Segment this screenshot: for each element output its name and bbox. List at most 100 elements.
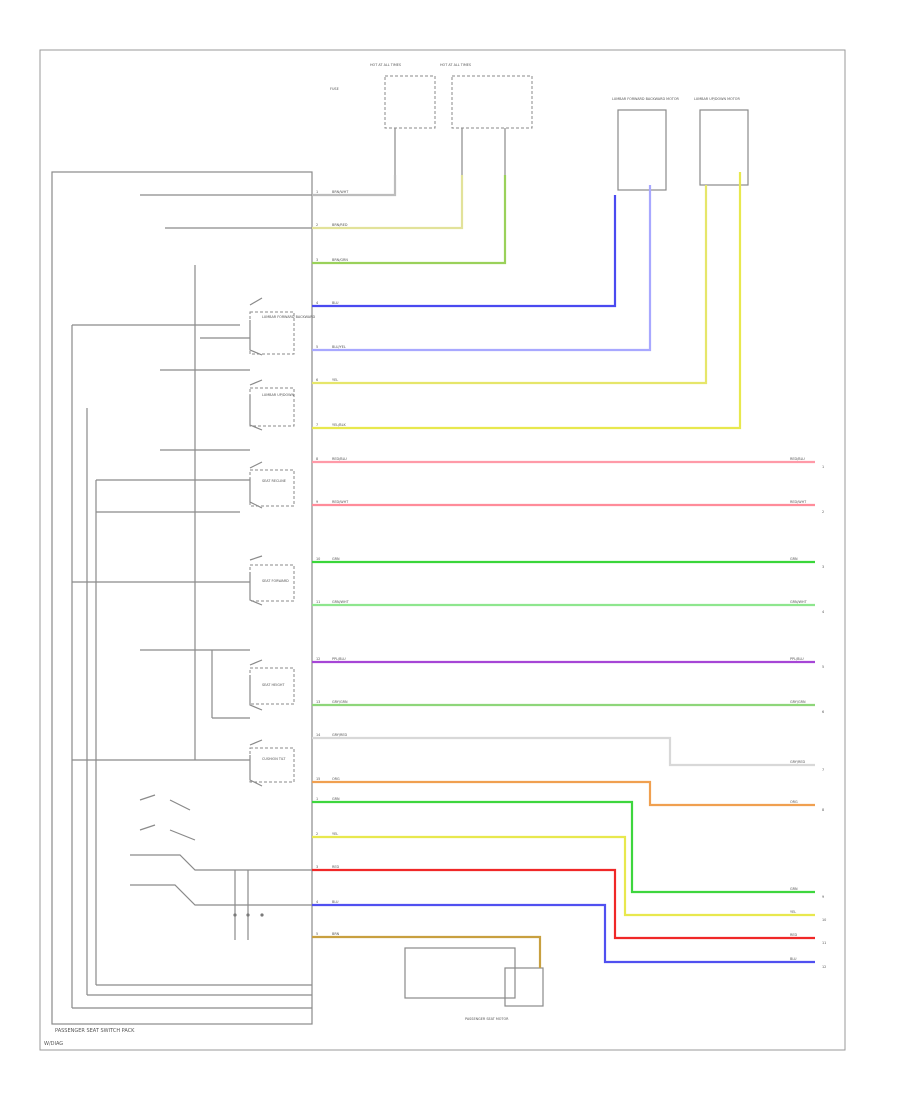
wire-label: GRN xyxy=(332,797,340,801)
pin-number: 8 xyxy=(822,808,824,812)
motor-label: LUMBAR FORWARD BACKWARD MOTOR xyxy=(612,97,679,101)
wire-label-right: BLU xyxy=(790,957,797,961)
pin-number: 1 xyxy=(316,190,318,194)
pin-number: 13 xyxy=(316,700,320,704)
switch-label: SEAT HEIGHT xyxy=(262,683,285,687)
wire-label-right: GRY/RED xyxy=(790,760,805,764)
wire-w7 xyxy=(312,172,742,430)
pin-number: 15 xyxy=(316,777,320,781)
motor-label: LUMBAR UP/DOWN MOTOR xyxy=(694,97,740,101)
pin-number: 5 xyxy=(316,932,318,936)
wire-label-right: RED/WHT xyxy=(790,500,807,504)
wire-w2 xyxy=(312,175,464,230)
wire-label-right: GRN/WHT xyxy=(790,600,808,604)
fuse-label: HOT AT ALL TIMES xyxy=(440,63,471,67)
motor-lumbar-up-down: LUMBAR UP/DOWN MOTOR xyxy=(694,97,749,186)
wire-w1 xyxy=(312,175,397,197)
switch-label: SEAT RECLINE xyxy=(262,479,286,483)
wire-label: GRN xyxy=(332,557,340,561)
wire-label-right: GRN xyxy=(790,557,798,561)
pin-number: 12 xyxy=(316,657,320,661)
wire-label: BLU/YEL xyxy=(332,345,346,349)
fuse-label: HOT AT ALL TIMES xyxy=(370,63,401,67)
pin-number: 1 xyxy=(316,797,318,801)
wire-w18 xyxy=(312,868,815,940)
wire-label-right: GRY/GRN xyxy=(790,700,806,704)
pin-number: 4 xyxy=(822,610,824,614)
wire-label-right: ORG xyxy=(790,800,798,804)
switch-seat-forward: SEAT FORWARD xyxy=(72,555,295,606)
pin-number: 10 xyxy=(316,557,320,561)
switch-label: CUSHION TILT xyxy=(262,757,286,761)
wire-label-right: YEL xyxy=(790,910,796,914)
wire-label: ORG xyxy=(332,777,340,781)
pin-number: 7 xyxy=(822,768,824,772)
wire-w15 xyxy=(312,780,815,807)
pin-number: 3 xyxy=(316,865,318,869)
wire-w4 xyxy=(312,195,617,308)
return-lines xyxy=(72,984,312,1009)
motor-label: PASSENGER SEAT MOTOR xyxy=(465,1017,509,1021)
pin-number: 8 xyxy=(316,457,318,461)
wire-label-right: RED/BLU xyxy=(790,457,805,461)
wire-label: GRN/WHT xyxy=(332,600,350,604)
wire-label-right: RED xyxy=(790,933,797,937)
switch-seat-recline: SEAT RECLINE xyxy=(96,449,295,509)
module-label: PASSENGER SEAT SWITCH PACK xyxy=(55,1028,135,1034)
switch-cushion-tilt: CUSHION TILT xyxy=(72,739,295,787)
pin-number: 10 xyxy=(822,918,826,922)
wire-w6 xyxy=(312,185,708,385)
switch-pack-box xyxy=(51,171,313,1025)
lower-contacts xyxy=(130,794,312,940)
pin-number: 11 xyxy=(822,941,826,945)
wire-layer xyxy=(312,172,815,968)
wire-label: YEL/BLK xyxy=(332,423,346,427)
pin-layer: 1234567891011121234567891011121314151234… xyxy=(316,190,826,969)
pin-number: 3 xyxy=(822,565,824,569)
wire-w14 xyxy=(312,736,815,767)
pin-number: 1 xyxy=(822,465,824,469)
switch-label: SEAT FORWARD xyxy=(262,579,289,583)
wire-label: RED/WHT xyxy=(332,500,349,504)
wire-label-right: GRN xyxy=(790,887,798,891)
pin-number: 9 xyxy=(316,500,318,504)
wire-label: RED/BLU xyxy=(332,457,347,461)
switch-lumbar-up-down: LUMBAR UP/DOWN xyxy=(160,369,295,431)
pin-number: 5 xyxy=(822,665,824,669)
wire-w16 xyxy=(312,800,815,894)
pin-number: 6 xyxy=(316,378,318,382)
wire-label: BLU xyxy=(332,900,339,904)
switch-lumbar-fwd-bwd: LUMBAR FORWARD BACKWARD xyxy=(200,297,315,356)
wire-label: BRN/RED xyxy=(332,223,348,227)
wire-w5 xyxy=(312,185,652,352)
wire-label: BRN/GRN xyxy=(332,258,348,262)
wire-label-layer: BRN/WHT BRN/RED BRN/GRN BLU BLU/YEL YEL YEL/BL… xyxy=(332,190,808,961)
wire-label: RED xyxy=(332,865,339,869)
wire-label: YEL xyxy=(332,832,338,836)
pin-number: 14 xyxy=(316,733,320,737)
svg-text:FUSE: FUSE xyxy=(330,87,339,91)
fuse-block-left: HOT AT ALL TIMES FUSE xyxy=(330,63,436,175)
wire-label: BLU xyxy=(332,301,339,305)
wire-w19 xyxy=(312,903,815,964)
pin-number: 11 xyxy=(316,600,320,604)
pin-number: 6 xyxy=(822,710,824,714)
pin-number: 2 xyxy=(822,510,824,514)
wire-label: BRN xyxy=(332,932,340,936)
footer-label: W/DIAG xyxy=(44,1041,63,1047)
switch-label: LUMBAR FORWARD BACKWARD xyxy=(262,315,315,319)
wire-label: BRN/WHT xyxy=(332,190,349,194)
motor-passenger-seat: PASSENGER SEAT MOTOR xyxy=(404,947,544,1021)
switch-seat-height: SEAT HEIGHT xyxy=(140,649,295,719)
pin-number: 3 xyxy=(316,258,318,262)
wire-label: YEL xyxy=(332,378,338,382)
pin-number: 4 xyxy=(316,900,318,904)
pin-number: 2 xyxy=(316,223,318,227)
pin-number: 5 xyxy=(316,345,318,349)
wire-w3 xyxy=(312,175,507,265)
pin-number: 4 xyxy=(316,301,318,305)
pin-number: 7 xyxy=(316,423,318,427)
pin-number: 12 xyxy=(822,965,826,969)
wire-label: GRY/GRN xyxy=(332,700,348,704)
